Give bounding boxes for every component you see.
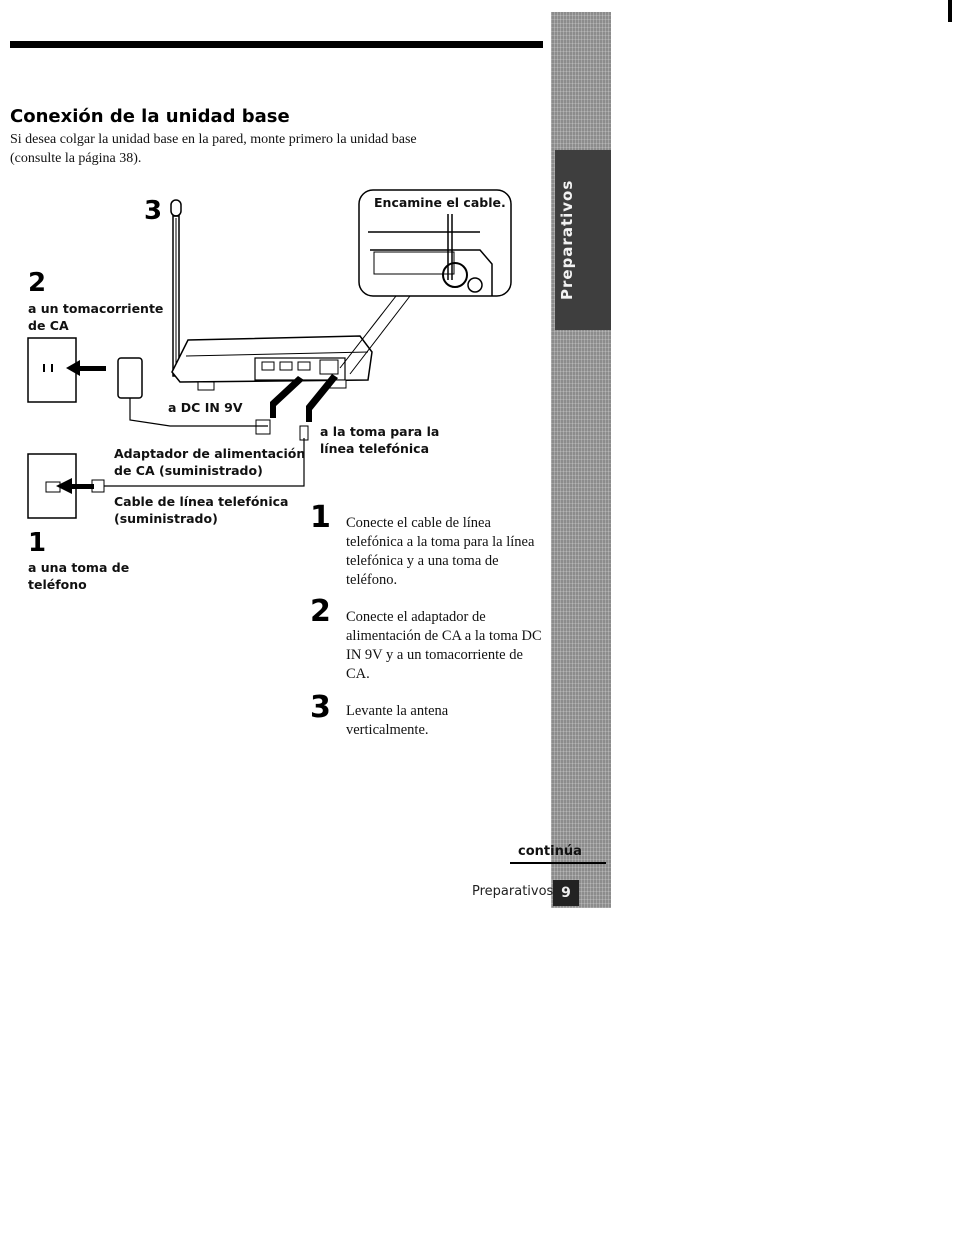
- callout-antenna-number: 3: [144, 196, 163, 226]
- top-rule: [10, 41, 543, 48]
- connector-arrows: [264, 374, 338, 422]
- base-unit-drawing: [171, 335, 373, 391]
- step-text: Conecte el cable de línea telefónica a l…: [346, 515, 535, 588]
- callout-power-number: 2: [28, 268, 47, 298]
- inset-detail: [339, 189, 512, 375]
- inset-label: Encamine el cable.: [374, 195, 506, 210]
- step-number: 2: [310, 594, 331, 629]
- intro-paragraph: Si desea colgar la unidad base en la par…: [10, 132, 417, 166]
- section-heading: Conexión de la unidad base: [10, 106, 290, 127]
- antenna-drawing: [170, 199, 182, 377]
- page-edge-mark: [948, 0, 952, 22]
- step-text: Conecte el adaptador de alimentación de …: [346, 609, 542, 682]
- step-number: 3: [310, 690, 331, 725]
- label-line-jack: a la toma para la línea telefónica: [320, 424, 440, 456]
- section-tab: [555, 150, 611, 330]
- callout-phone-number: 1: [28, 528, 47, 558]
- page-number: 9: [553, 880, 579, 906]
- footer-section: Preparativos: [472, 884, 554, 899]
- label-phone-jack: a una toma de teléfono: [28, 560, 130, 592]
- label-ac-adapter: Adaptador de alimentación de CA (suminis…: [114, 446, 306, 478]
- label-phone-cable: Cable de línea telefónica (suministrado): [114, 494, 289, 526]
- connection-diagram: [27, 189, 512, 519]
- step-text: Levante la antena verticalmente.: [346, 703, 449, 738]
- continued-label: continúa: [518, 844, 582, 859]
- label-dc-in: a DC IN 9V: [168, 400, 243, 415]
- continued-rule: [510, 862, 606, 864]
- phone-jack-drawing: [27, 425, 309, 519]
- ac-outlet-drawing: [27, 337, 271, 435]
- section-tab-label: Preparativos: [558, 179, 576, 301]
- label-ac-outlet: a un tomacorriente de CA: [28, 301, 164, 333]
- step-number: 1: [310, 500, 331, 535]
- section-sidebar: [551, 12, 611, 908]
